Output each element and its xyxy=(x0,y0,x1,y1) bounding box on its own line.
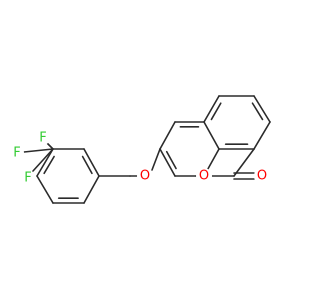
bond-a4-a5 xyxy=(159,148,176,177)
bond-carbonyl-ring xyxy=(233,148,255,177)
bond-a4-a5-double xyxy=(165,150,177,170)
ring-oxygen-atom: O xyxy=(196,168,212,184)
bond-cf3-left xyxy=(23,148,54,153)
ether-oxygen-label: O xyxy=(140,169,150,184)
bond-ether-ring xyxy=(151,148,161,171)
bond-b5-b6 xyxy=(203,95,220,123)
fluorine-left-atom: F xyxy=(10,146,24,161)
bond-a3-a4 xyxy=(159,121,176,150)
bond-b2-b3 xyxy=(253,121,271,150)
fluorine-top-atom: F xyxy=(36,131,50,146)
bond-x4-x5 xyxy=(36,175,54,204)
carbonyl-oxygen-atom: O xyxy=(254,168,270,184)
bond-b1-b2-double xyxy=(251,102,264,121)
carbonyl-oxygen-label: O xyxy=(257,169,267,184)
ether-oxygen-atom: O xyxy=(137,168,153,184)
bond-cf3-bottom xyxy=(32,148,54,172)
fluorine-left-label: F xyxy=(13,146,20,161)
bond-x6-x1 xyxy=(83,175,100,204)
bond-x1-x2-double xyxy=(81,155,93,175)
bond-b4-b5 xyxy=(203,121,220,150)
bond-x1-x2 xyxy=(83,148,100,177)
ring-oxygen-label: O xyxy=(199,169,209,184)
bond-x3-x4-double xyxy=(43,155,55,175)
bond-b5-b6-double xyxy=(210,102,222,121)
atom-label-layer: O O O F F F xyxy=(10,131,270,186)
fluorine-top-label: F xyxy=(39,131,46,146)
bond-layer xyxy=(23,95,271,204)
molecule-structure: O O O F F F xyxy=(10,95,271,204)
bond-b1-b2 xyxy=(253,95,271,123)
fluorine-bottom-label: F xyxy=(24,171,31,186)
bond-x3-x4 xyxy=(36,148,54,177)
fluorine-bottom-atom: F xyxy=(21,171,35,186)
